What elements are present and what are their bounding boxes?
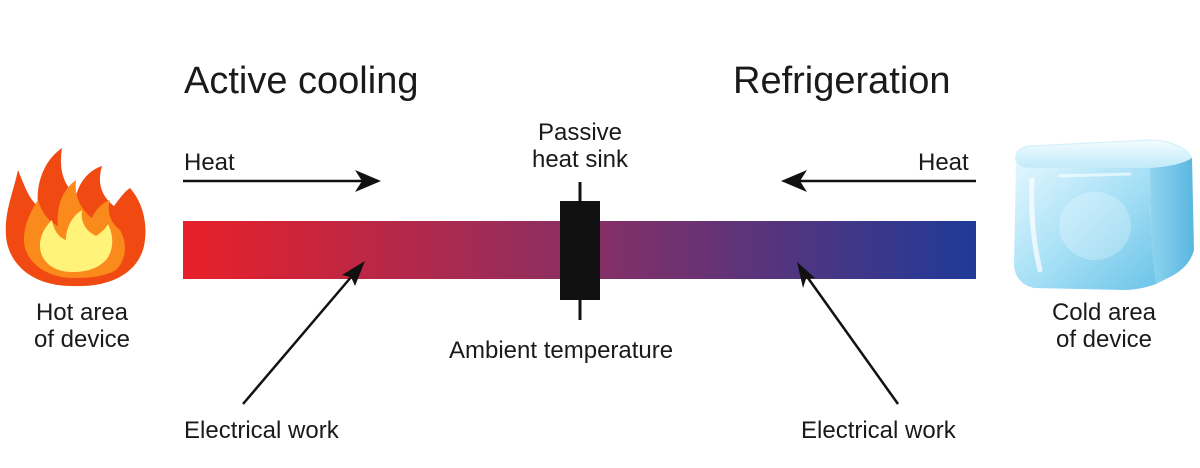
cold-area-line2: of device xyxy=(1055,325,1153,353)
heat-label-left: Heat xyxy=(184,149,235,176)
title-active-cooling: Active cooling xyxy=(184,60,419,102)
sink-label-line2: heat sink xyxy=(531,145,629,173)
hot-area-line2: of device xyxy=(33,325,131,353)
heat-arrow-right xyxy=(183,170,381,192)
heat-arrow-left xyxy=(781,170,976,192)
electrical-work-arrow-right xyxy=(797,262,900,405)
cold-area-line1: Cold area xyxy=(1051,299,1157,326)
heat-sink-icon xyxy=(560,182,600,320)
sink-label-line1: Passive xyxy=(537,119,623,146)
electrical-work-label-left: Electrical work xyxy=(184,417,339,444)
hot-area-line1: Hot area xyxy=(35,299,129,326)
electrical-work-arrow-left xyxy=(242,261,365,405)
hot-area-label: Hot area of device xyxy=(18,299,146,354)
heat-label-right: Heat xyxy=(918,149,969,176)
cold-area-label: Cold area of device xyxy=(1032,299,1176,354)
electrical-work-label-right: Electrical work xyxy=(801,417,956,444)
sink-label: Passive heat sink xyxy=(515,119,645,174)
ice-cube-icon xyxy=(1014,139,1194,290)
title-refrigeration: Refrigeration xyxy=(733,60,951,102)
flame-icon xyxy=(5,148,146,287)
ambient-temperature-label: Ambient temperature xyxy=(449,337,674,364)
